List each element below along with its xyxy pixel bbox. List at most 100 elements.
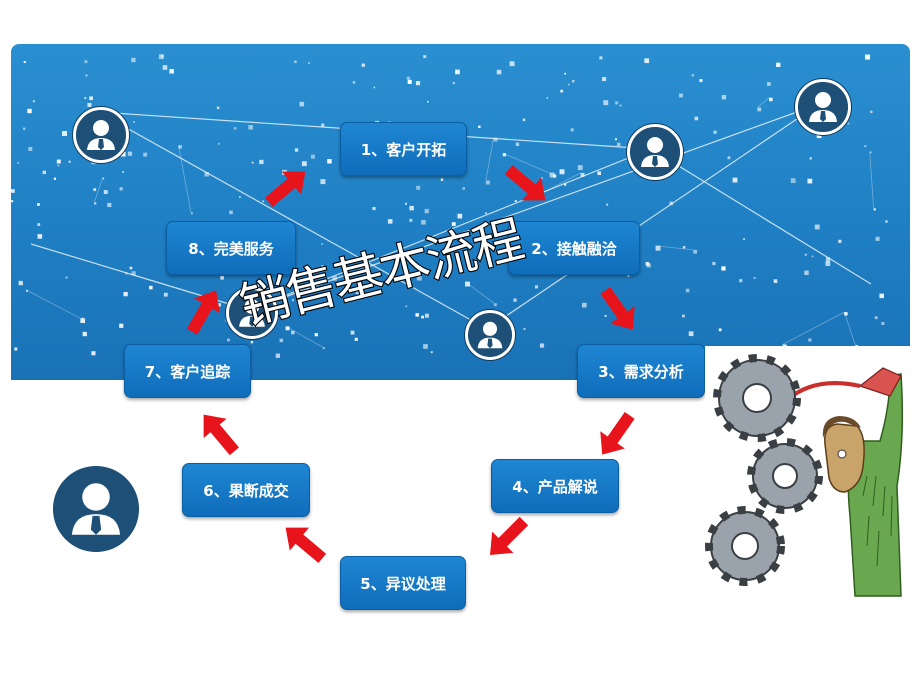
step-4-product-presentation[interactable]: 4、产品解说 [491,459,619,513]
network-node [102,177,105,180]
network-node [644,58,650,64]
network-node [712,261,716,266]
network-node [430,351,433,354]
network-node [266,288,271,293]
network-node [37,203,40,206]
network-node [308,62,310,65]
network-banner [11,44,910,380]
network-node [82,331,87,337]
network-node [415,313,419,317]
network-node [23,60,26,64]
network-node [493,137,498,142]
network-node [678,93,683,98]
network-node [560,89,564,93]
network-node [568,83,570,86]
network-node [321,243,323,245]
step-1-customer-development[interactable]: 1、客户开拓 [340,122,467,176]
flow-arrow-icon [186,290,220,335]
network-node [509,61,515,67]
network-node [131,57,136,63]
network-node [91,351,96,356]
flow-arrow-icon [600,286,635,330]
person-avatar-icon [226,287,278,339]
network-node [89,96,93,101]
network-node [291,299,294,302]
network-node [373,86,376,89]
network-node [131,271,136,276]
network-node [682,314,685,318]
network-node [42,170,46,175]
network-node [421,315,424,319]
network-node [406,76,410,80]
network-node [238,196,241,199]
network-node [178,145,182,149]
network-node [354,337,358,341]
network-node [873,208,876,211]
network-node [688,331,694,337]
network-node [465,281,470,287]
network-node [580,172,585,177]
network-node [615,101,619,105]
network-node [405,305,408,308]
network-node [372,206,376,211]
network-node [604,314,607,317]
network-node [229,210,233,215]
network-node [53,177,56,180]
network-node [190,212,193,215]
step-7-customer-followup[interactable]: 7、客户追踪 [124,344,251,398]
flow-arrow-icon [600,411,635,455]
network-node [540,177,543,180]
gears-illustration [705,346,917,606]
network-node [149,285,153,290]
network-node [294,148,299,152]
network-node [502,153,506,157]
network-node [514,200,517,203]
step-5-objection-handling[interactable]: 5、异议处理 [340,556,466,610]
network-node [423,55,427,59]
network-node [120,151,126,157]
network-node [885,220,888,223]
step-2-contact-rapport[interactable]: 2、接触融洽 [508,221,640,275]
network-node [119,323,124,328]
network-node [713,130,717,134]
step-8-perfect-service[interactable]: 8、完美服务 [166,221,296,275]
network-node [599,56,603,60]
network-hub-link [486,103,820,330]
network-node [776,62,781,67]
network-node [248,125,253,130]
network-node [615,138,618,141]
network-node [811,255,814,258]
network-link [869,151,874,209]
network-node [421,220,426,225]
network-node [682,246,686,249]
network-node [816,133,822,139]
network-hub-link [248,148,652,311]
network-node [732,177,738,183]
network-node [582,302,587,308]
network-node [559,169,565,175]
network-node [26,289,28,292]
network-node [539,343,545,348]
network-node [513,298,517,302]
network-node [14,347,18,351]
network-node [227,338,230,342]
network-node [125,272,128,275]
network-node [350,330,355,335]
step-3-needs-analysis[interactable]: 3、需求分析 [577,344,705,398]
network-node [452,81,455,85]
network-node [123,291,128,297]
network-node [122,171,124,173]
network-node [627,275,630,277]
network-node [94,202,97,205]
step-6-close-deal[interactable]: 6、果断成交 [182,463,310,517]
network-node [874,316,878,320]
network-node [32,100,35,103]
network-node [619,104,622,107]
network-node [691,74,695,77]
network-node [451,222,456,226]
network-node [407,79,412,84]
network-node [458,264,462,268]
network-node [718,328,722,332]
network-node [251,161,254,164]
network-node [699,79,703,83]
